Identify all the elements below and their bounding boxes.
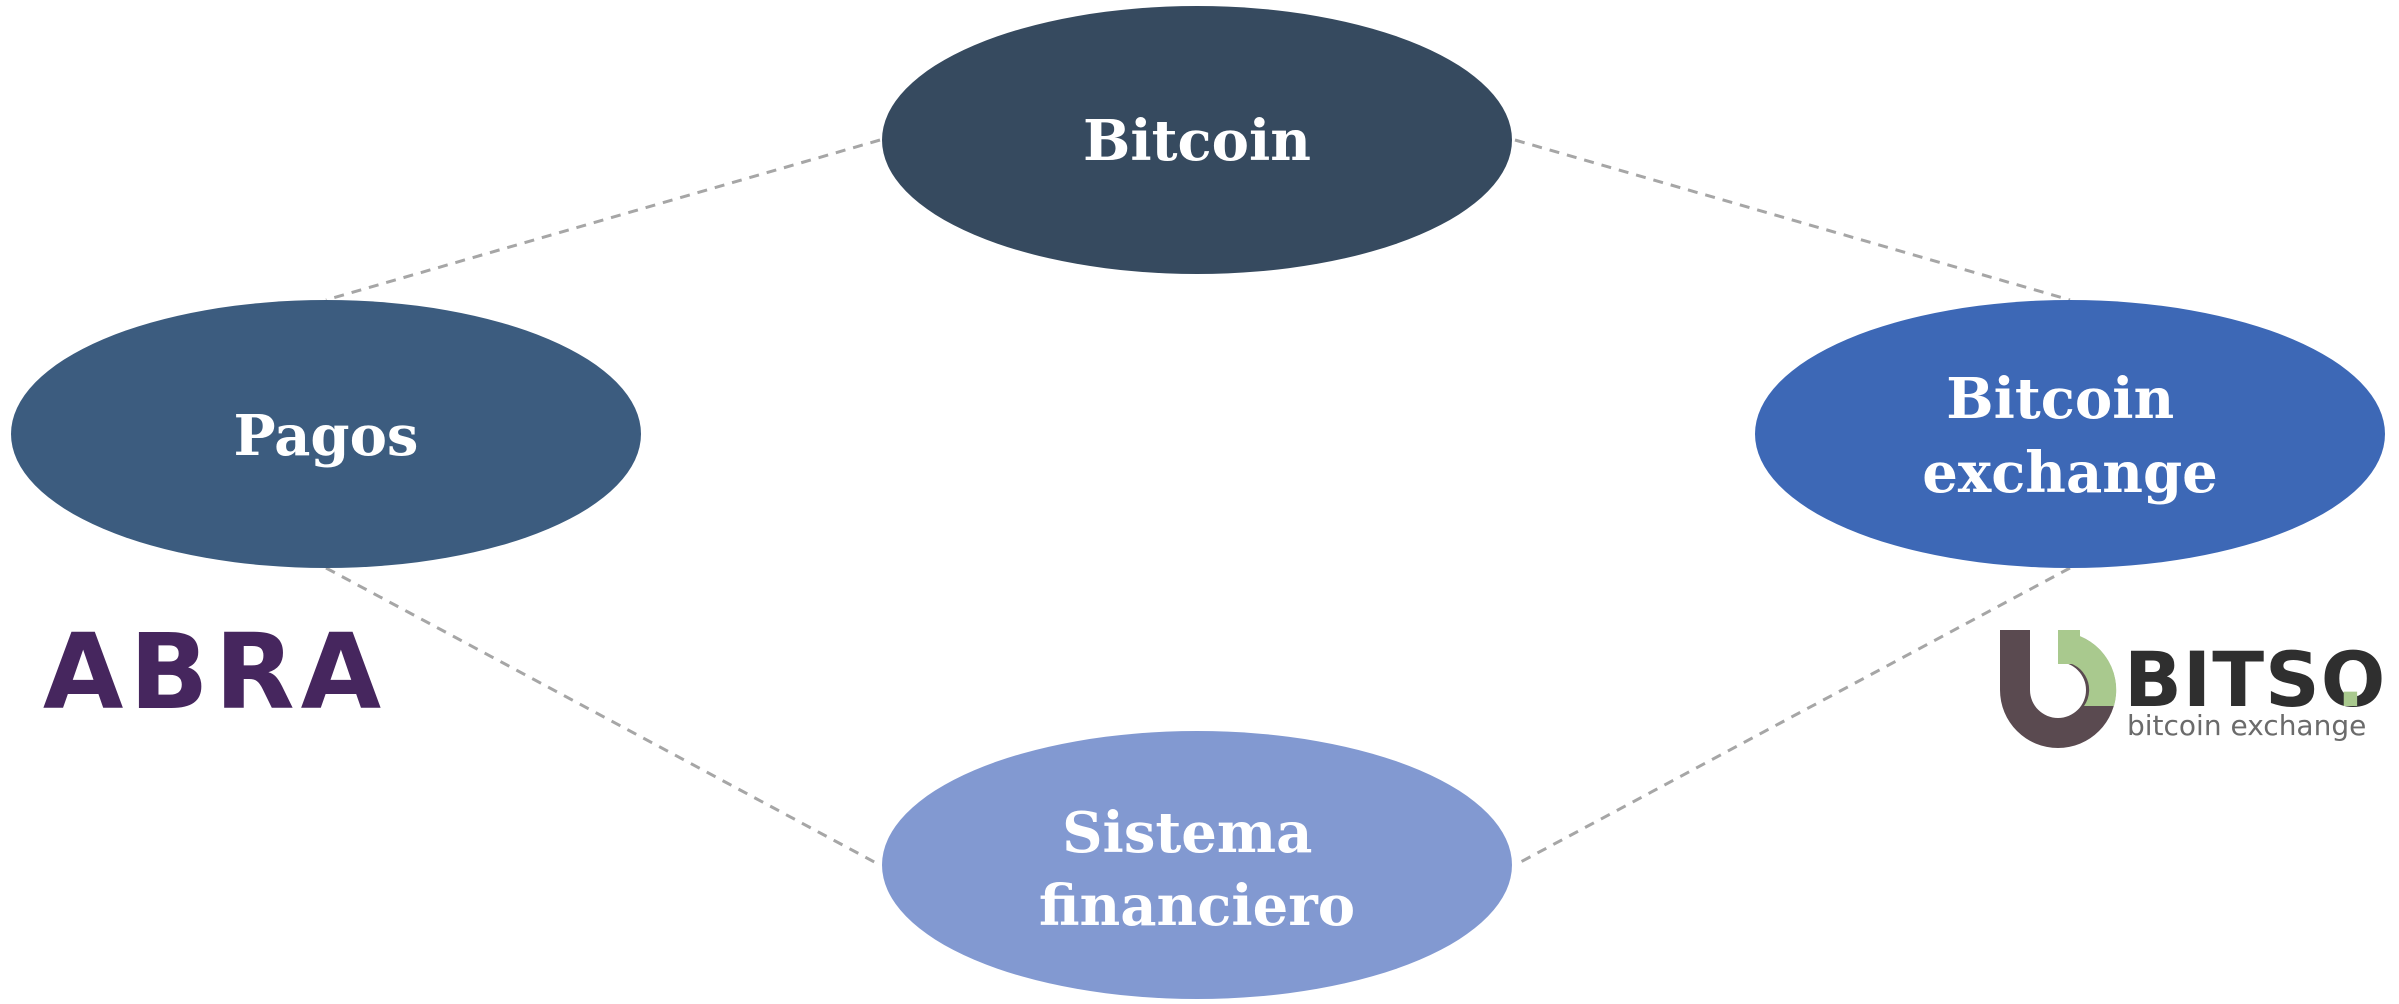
node-exchange-label-line1: Bitcoin bbox=[1946, 366, 2174, 432]
node-sistema-shape bbox=[882, 731, 1512, 999]
bitso-logo-name: BITSO bbox=[2124, 635, 2386, 724]
node-bitcoin: Bitcoin bbox=[882, 6, 1512, 274]
bitso-logo-dot: . bbox=[2336, 635, 2365, 724]
node-bitcoin-exchange: Bitcoin exchange bbox=[1755, 300, 2385, 568]
svg-text:Sistema financiero: Sistema financiero bbox=[1039, 800, 1355, 939]
connector-bitcoin-pagos bbox=[325, 138, 881, 302]
node-exchange-label-line2: exchange bbox=[1922, 440, 2218, 506]
connector-exchange-sistema bbox=[1514, 566, 2071, 867]
bitso-logo-tagline: bitcoin exchange bbox=[2127, 709, 2366, 742]
connectors bbox=[325, 138, 2071, 867]
node-pagos-shape bbox=[11, 300, 641, 568]
node-sistema-label-line2: financiero bbox=[1039, 873, 1355, 939]
node-pagos-label: Pagos bbox=[234, 403, 419, 469]
node-sistema-label-line1: Sistema bbox=[1062, 800, 1312, 866]
node-bitcoin-label: Bitcoin bbox=[1083, 108, 1311, 174]
svg-text:Bitcoin: Bitcoin bbox=[1083, 108, 1311, 174]
node-sistema-financiero: Sistema financiero bbox=[882, 731, 1512, 999]
connector-bitcoin-exchange bbox=[1514, 138, 2071, 302]
bitso-logo: BITSO . bitcoin exchange bbox=[2000, 630, 2386, 748]
abra-logo-text: ABRA bbox=[43, 611, 387, 733]
bitso-mark-icon bbox=[2000, 630, 2117, 748]
svg-text:Pagos: Pagos bbox=[234, 403, 419, 469]
connector-pagos-sistema bbox=[325, 566, 881, 867]
svg-text:Bitcoin exchange: Bitcoin exchange bbox=[1922, 366, 2218, 506]
node-exchange-shape bbox=[1755, 300, 2385, 568]
node-bitcoin-shape bbox=[882, 6, 1512, 274]
abra-logo: ABRA bbox=[43, 611, 387, 733]
node-pagos: Pagos bbox=[11, 300, 641, 568]
